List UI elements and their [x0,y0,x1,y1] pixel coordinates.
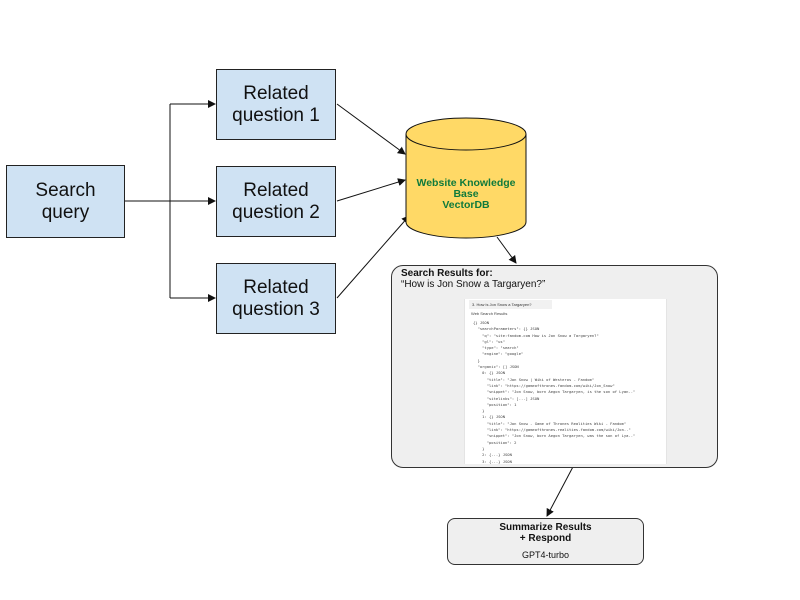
arrow-q2-to-db [336,178,406,202]
json-line: "sitelinks": [...] JSON [473,395,540,401]
related-question-1-label: Related question 1 [232,82,320,126]
json-line: "organic": [] JSON [473,364,519,370]
json-line: {} JSON [473,320,490,325]
json-line: "engine": "google" [473,351,524,357]
related-question-1-node: Related question 1 [216,69,336,140]
related-question-2-node: Related question 2 [216,166,336,237]
json-line: "position": 2 [473,439,517,445]
arrow-results-to-summarize [546,462,576,517]
json-line: "searchParameters": {} JSON [473,326,540,332]
json-line: "q": "site:fandom.com How is Jon Snow a … [473,332,599,338]
related-question-3-node: Related question 3 [216,263,336,334]
results-query: “How is Jon Snow a Targaryen?” [401,279,546,290]
results-heading: Search Results for: [401,268,493,279]
json-line: 3: {...} JSON [473,458,512,464]
search-results-panel: Search Results for: “How is Jon Snow a T… [391,265,718,468]
related-question-2-label: Related question 2 [232,179,320,223]
summarize-model: GPT4-turbo [521,550,570,560]
json-line: 2: {...} JSON [473,452,512,458]
summarize-respond-node: Summarize Results + Respond GPT4-turbo [447,518,644,565]
json-line: "link": "https://gameofthrones.fandom.co… [473,382,615,388]
vectordb-cylinder-icon [405,117,527,239]
json-line: "position": 1 [473,401,517,407]
search-query-label: Search query [35,179,96,223]
json-line: "title": "Jon Snow | Wiki of Westeros - … [473,376,595,382]
json-line: "title": "Jon Snow - Game of Thrones Rea… [473,420,627,426]
json-screenshot: 3. How is Jon Snow a Targaryen? Web Sear… [464,299,667,464]
json-screenshot-subtitle: Web Search Results [471,311,508,316]
json-line: 0: {} JSON [473,370,506,376]
json-line: } [473,357,480,363]
json-line: 1: {} JSON [473,414,506,420]
knowledge-base-label: Website Knowledge Base VectorDB [416,177,516,211]
json-line: "link": "https://gameofthrones-realities… [473,427,631,433]
arrow-db-to-results [496,236,517,264]
json-line: } [473,408,485,414]
search-query-node: Search query [6,165,125,238]
json-screenshot-title: 3. How is Jon Snow a Targaryen? [469,300,552,309]
json-lines: {} JSON "searchParameters": {} JSON "q":… [473,320,635,464]
arrow-q1-to-db [336,103,406,155]
summarize-title: Summarize Results + Respond [499,522,592,544]
json-line: "snippet": "Jon Snow, born Aegon Targary… [473,433,636,439]
arrow-q3-to-db [336,215,410,299]
json-line: "snippet": "Jon Snow, born Aegon Targary… [473,389,636,395]
json-line: } [473,445,485,451]
json-line: "type": "search" [473,345,519,351]
json-line: "gl": "us" [473,338,506,344]
related-question-3-label: Related question 3 [232,276,320,320]
